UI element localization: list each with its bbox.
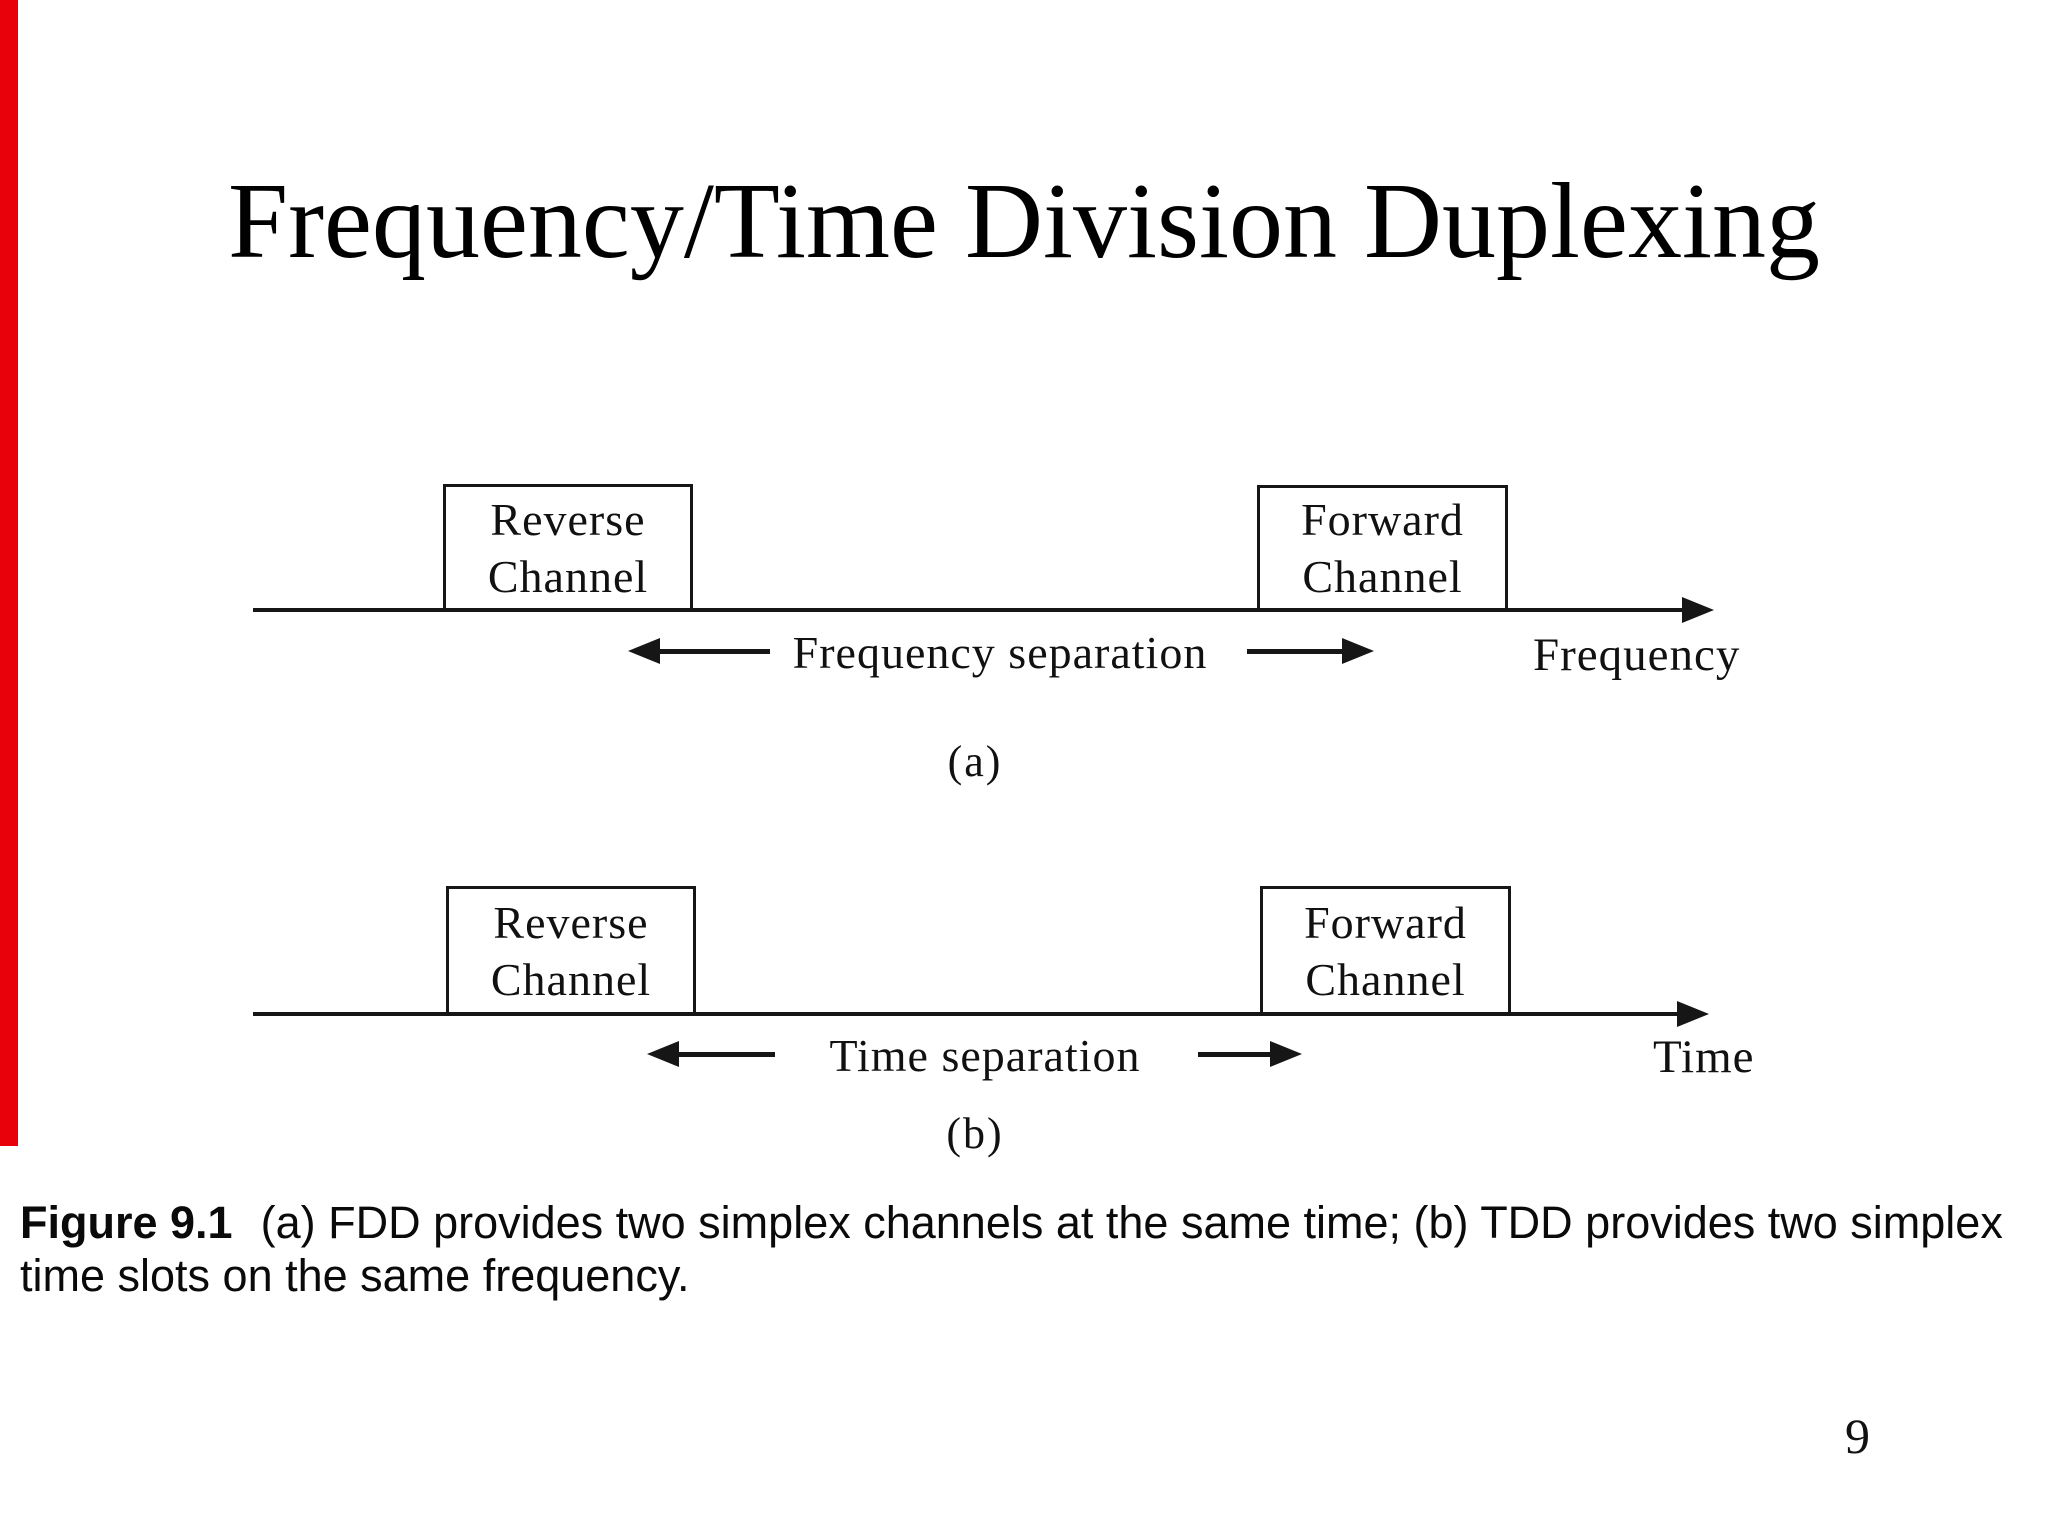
separation-right-line-a [1247, 649, 1342, 654]
separation-label-b: Time separation [829, 1030, 1141, 1081]
forward-channel-box-a: Forward Channel [1257, 485, 1508, 611]
reverse-channel-box-b: Reverse Channel [446, 886, 696, 1015]
figure-caption: Figure 9.1(a) FDD provides two simplex c… [20, 1196, 2036, 1302]
separation-left-arrowhead-icon-a [628, 638, 660, 664]
separation-left-arrowhead-icon-b [647, 1041, 679, 1067]
page-number: 9 [1845, 1408, 1870, 1464]
figure-caption-text: (a) FDD provides two simplex channels at… [20, 1197, 2003, 1301]
separation-left-line-b [675, 1052, 775, 1057]
forward-channel-box-b: Forward Channel [1260, 886, 1511, 1015]
separation-right-arrowhead-icon-a [1342, 638, 1374, 664]
reverse-channel-box-a: Reverse Channel [443, 484, 693, 611]
left-accent-bar [0, 0, 18, 1146]
separation-label-a: Frequency separation [792, 627, 1208, 678]
time-axis-line [253, 1012, 1683, 1016]
sub-label-b: (b) [946, 1109, 1004, 1158]
page-title: Frequency/Time Division Duplexing [228, 162, 1820, 281]
sub-label-a: (a) [947, 737, 1003, 786]
frequency-axis-line [253, 608, 1688, 612]
figure-caption-label: Figure 9.1 [20, 1197, 233, 1248]
separation-left-line-a [656, 649, 770, 654]
frequency-axis-label: Frequency [1533, 629, 1741, 681]
separation-right-arrowhead-icon-b [1270, 1041, 1302, 1067]
separation-right-line-b [1198, 1052, 1270, 1057]
time-axis-label: Time [1653, 1031, 1755, 1083]
